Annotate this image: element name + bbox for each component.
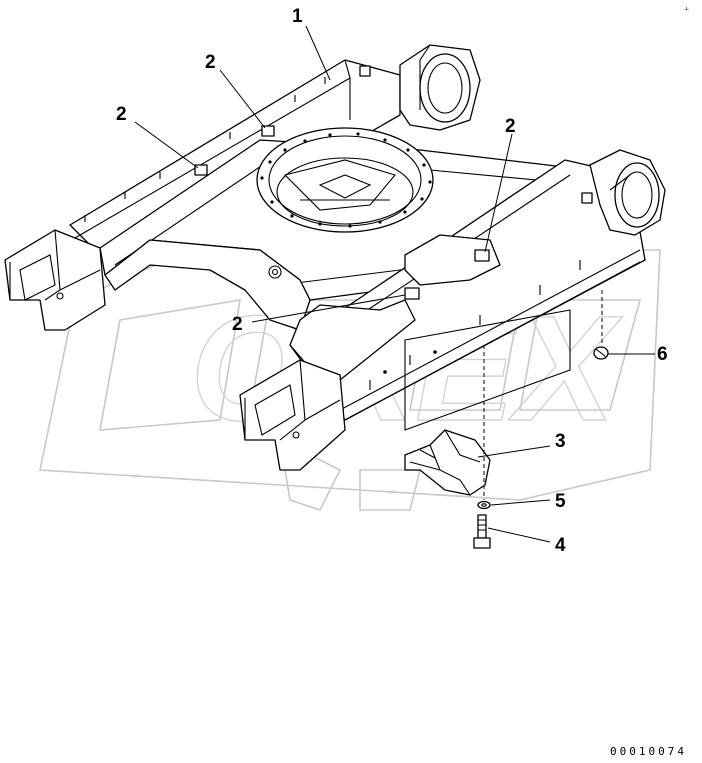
- callout-2-rear-top: 2: [205, 52, 216, 73]
- callout-2-front-center: 2: [232, 314, 243, 335]
- callout-1: 1: [292, 6, 303, 27]
- bolt: [473, 514, 491, 549]
- leader-lines: [134, 25, 655, 543]
- callout-3: 3: [555, 431, 566, 452]
- track-frame-assembly: [4, 44, 666, 471]
- callout-2-front-right: 2: [505, 116, 516, 137]
- corner-mark: ⫠: [684, 3, 689, 12]
- callout-6: 6: [657, 344, 668, 365]
- callout-5: 5: [555, 491, 566, 512]
- track-guide-bracket: [404, 429, 491, 496]
- washer: [477, 500, 491, 510]
- callout-2-rear-left: 2: [116, 104, 127, 125]
- callout-4: 4: [555, 535, 566, 556]
- document-number: 00010074: [610, 745, 687, 758]
- plug: [593, 346, 609, 360]
- bolt-ring: [260, 132, 432, 228]
